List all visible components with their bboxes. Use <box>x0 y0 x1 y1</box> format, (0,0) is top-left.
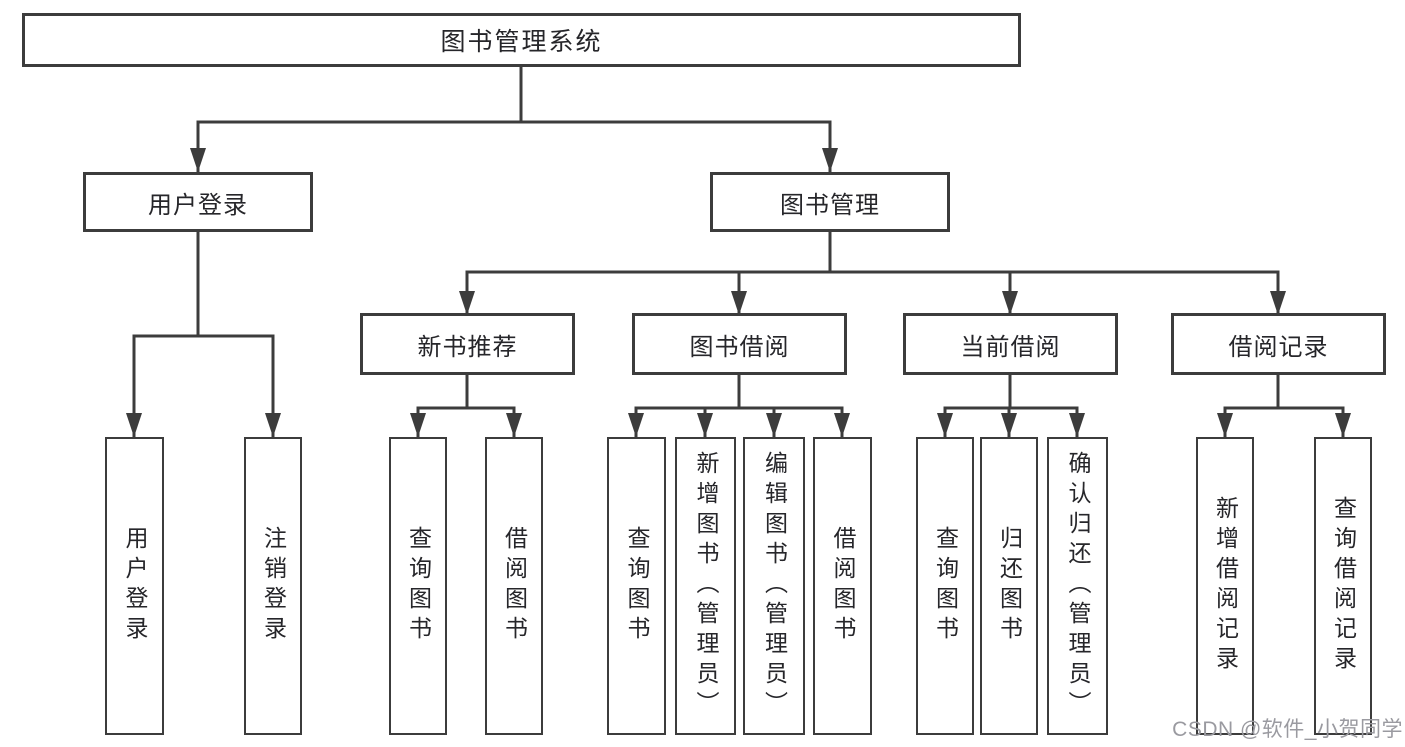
node-borrowing-records: 借阅记录 <box>1171 313 1386 375</box>
csdn-watermark: CSDN @软件_小贺同学 <box>1172 718 1403 741</box>
node-book-borrowing: 图书借阅 <box>632 313 847 375</box>
node-library-management-system: 图书管理系统 <box>22 13 1021 67</box>
leaf-query-books-borrowing: 查询图书 <box>607 437 666 735</box>
leaf-label: 编辑图书（管理员） <box>761 451 788 721</box>
node-current-borrowing: 当前借阅 <box>903 313 1118 375</box>
node-label: 图书管理系统 <box>440 28 603 56</box>
leaf-label: 查询图书 <box>405 526 432 646</box>
node-label: 图书管理 <box>780 191 880 219</box>
leaf-label: 确认归还（管理员） <box>1065 451 1091 721</box>
leaf-label: 借阅图书 <box>501 526 528 646</box>
leaf-label: 用户登录 <box>122 526 148 646</box>
leaf-label: 新增借阅记录 <box>1212 496 1239 676</box>
node-label: 图书借阅 <box>689 333 790 361</box>
leaf-return-book: 归还图书 <box>980 437 1038 735</box>
node-label: 借阅记录 <box>1228 333 1329 361</box>
leaf-label: 查询借阅记录 <box>1330 496 1357 676</box>
tree-connector-paths <box>132 67 1345 437</box>
leaf-label: 归还图书 <box>996 526 1023 646</box>
leaf-query-books-recommend: 查询图书 <box>389 437 447 735</box>
leaf-label: 注销登录 <box>260 526 287 646</box>
leaf-user-login: 用户登录 <box>105 437 164 735</box>
leaf-query-borrow-record: 查询借阅记录 <box>1314 437 1372 735</box>
leaf-borrow-books-borrowing: 借阅图书 <box>813 437 872 735</box>
node-user-login: 用户登录 <box>83 172 313 232</box>
leaf-logout: 注销登录 <box>244 437 302 735</box>
leaf-add-book-admin: 新增图书（管理员） <box>675 437 736 735</box>
leaf-label: 借阅图书 <box>830 526 856 646</box>
node-label: 用户登录 <box>148 191 248 219</box>
node-book-management: 图书管理 <box>710 172 950 232</box>
node-label: 当前借阅 <box>960 333 1061 361</box>
leaf-add-borrow-record: 新增借阅记录 <box>1196 437 1254 735</box>
arrowheads <box>126 148 1351 437</box>
node-new-book-recommend: 新书推荐 <box>360 313 575 375</box>
leaf-label: 查询图书 <box>932 526 959 646</box>
node-label: 新书推荐 <box>417 333 518 361</box>
leaf-confirm-return-admin: 确认归还（管理员） <box>1047 437 1108 735</box>
leaf-label: 新增图书（管理员） <box>693 451 719 721</box>
leaf-borrow-books-recommend: 借阅图书 <box>485 437 543 735</box>
leaf-query-books-current: 查询图书 <box>916 437 974 735</box>
leaf-edit-book-admin: 编辑图书（管理员） <box>743 437 805 735</box>
leaf-label: 查询图书 <box>624 526 650 646</box>
